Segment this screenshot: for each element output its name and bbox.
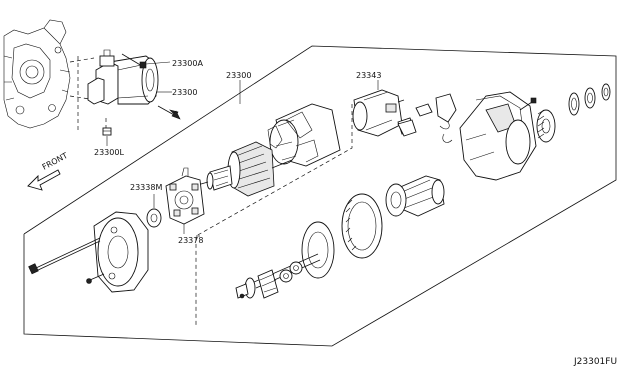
inner-dashed-guide xyxy=(195,104,353,326)
small-screw xyxy=(86,273,105,284)
pinion-gear xyxy=(536,109,556,143)
armature xyxy=(193,141,293,197)
bearing-23338m xyxy=(146,208,162,228)
pinion-bolt xyxy=(519,97,537,111)
callout-23300l: 23300L xyxy=(94,148,124,157)
stop-rings xyxy=(568,83,611,116)
callout-23300a: 23300A xyxy=(172,59,203,68)
gasket-plate xyxy=(301,221,335,279)
front-label: FRONT xyxy=(41,151,69,172)
starter-assembly-thumbnail xyxy=(87,49,159,105)
planet-gears xyxy=(279,261,303,283)
callout-23343: 23343 xyxy=(356,71,381,80)
callout-23300-exploded: 23300 xyxy=(226,71,251,80)
bolt-23300a xyxy=(121,53,171,69)
clutch-shaft xyxy=(385,175,445,217)
output-shaft xyxy=(235,253,321,299)
nut-23300l xyxy=(102,127,112,136)
through-bolt xyxy=(28,237,101,275)
front-direction-arrow: FRONT xyxy=(27,151,69,191)
exploded-view-frame xyxy=(23,45,617,347)
engine-block-fragment xyxy=(3,19,71,129)
front-housing xyxy=(459,91,537,181)
ring-gear xyxy=(341,193,383,259)
motor-yoke xyxy=(267,103,341,167)
rear-cover xyxy=(93,211,149,293)
callout-23378: 23378 xyxy=(178,236,203,245)
brush-holder-23378 xyxy=(165,167,205,225)
diagram-code: J23301FU xyxy=(573,357,617,367)
callout-23338m: 23338M xyxy=(130,183,162,192)
lever-parts xyxy=(397,93,457,143)
assembly-arrow xyxy=(157,105,181,120)
callout-23300-assembly: 23300 xyxy=(172,88,197,97)
